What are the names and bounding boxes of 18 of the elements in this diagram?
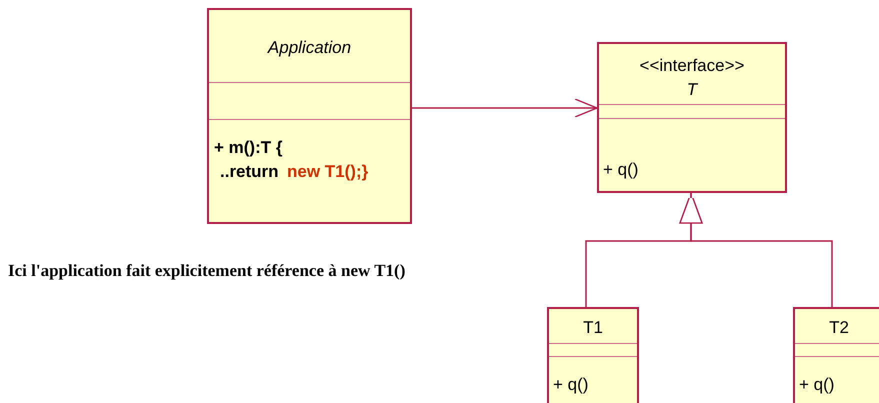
class-text: new T1();} <box>287 162 368 182</box>
note-text: Ici l'application fait explicitement référence à new T1() <box>8 261 406 281</box>
class-text: T <box>686 80 699 100</box>
class-text: Application <box>266 38 352 58</box>
inheritance-arrow <box>679 192 833 307</box>
class-text: + q() <box>553 375 588 395</box>
class-box <box>597 42 787 193</box>
class-box <box>547 307 639 403</box>
class-box <box>793 307 879 403</box>
class-text: + q() <box>799 375 834 395</box>
class-text: ..return <box>220 162 279 182</box>
class-text: T2 <box>828 318 850 338</box>
class-text: <<interface>> <box>638 56 746 76</box>
class-text: + q() <box>603 160 638 180</box>
class-text: + m():T { <box>214 138 282 158</box>
association-arrow <box>412 98 598 118</box>
class-text: T1 <box>582 318 604 338</box>
class-box <box>207 8 412 224</box>
